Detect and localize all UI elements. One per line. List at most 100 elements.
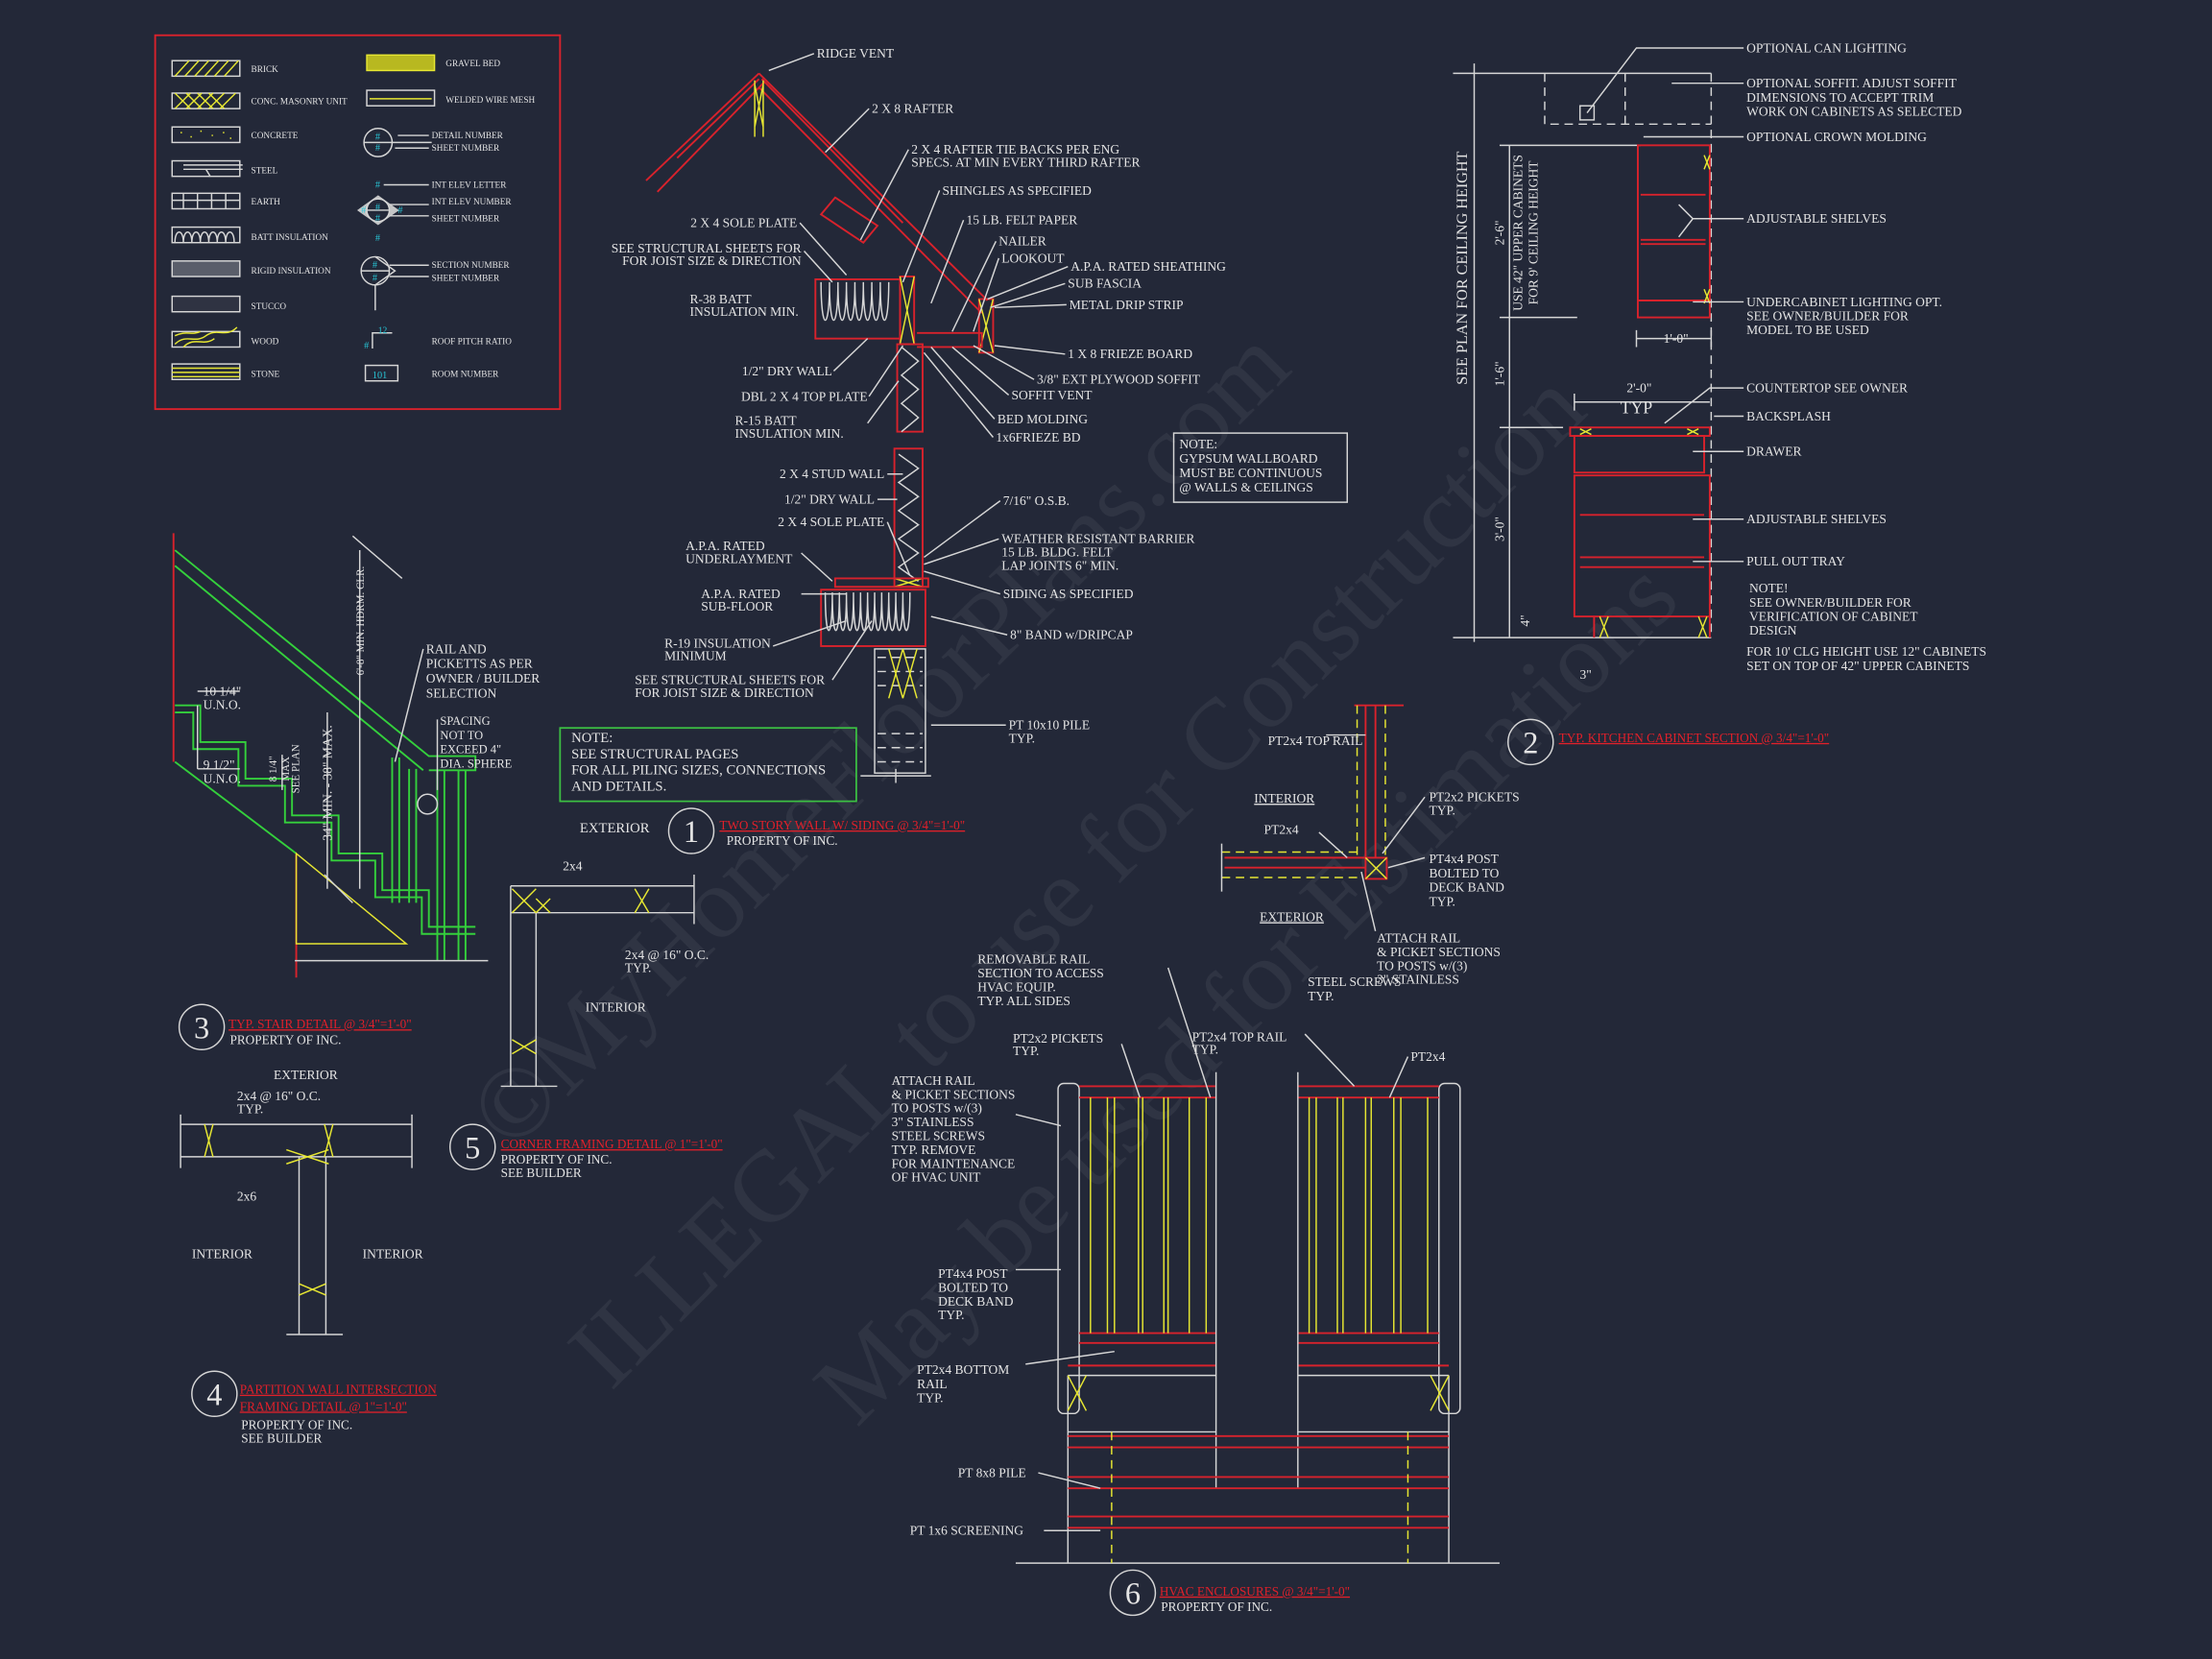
- label-detail1-shingles: SHINGLES AS SPECIFIED: [943, 183, 1093, 198]
- label-detail6-elevation-removable-1: SECTION TO ACCESS: [977, 966, 1104, 980]
- label-legend-hash: #: [375, 203, 380, 213]
- label-detail1-piling-note-2: FOR ALL PILING SIZES, CONNECTIONS: [571, 763, 826, 779]
- legend-swatches: [171, 54, 436, 382]
- label-detail6-elevation-post-0: PT4x4 POST: [938, 1266, 1008, 1281]
- label-detail1-piling-note-3: AND DETAILS.: [571, 780, 666, 795]
- label-legend-roof-pitch-value: 12: [378, 325, 388, 336]
- label-legend-gravel-bed: GRAVEL BED: [445, 60, 500, 69]
- label-detail1-r38-0: R-38 BATT: [690, 292, 753, 306]
- label-legend-hash: #: [364, 341, 369, 351]
- label-detail6-elevation-post-1: BOLTED TO: [938, 1281, 1008, 1295]
- label-detail3-title: TYP. STAIR DETAIL @ 3/4"=1'-0": [228, 1017, 412, 1031]
- label-detail2-backsplash: BACKSPLASH: [1746, 409, 1831, 423]
- label-detail6-elevation-removable-2: HVAC EQUIP.: [977, 979, 1056, 994]
- label-detail6-elevation-bottom-rail-2: TYP.: [917, 1391, 943, 1406]
- leader-lines: [394, 47, 1744, 1532]
- label-detail3-riser: 8 1/4": [268, 756, 279, 781]
- label-detail1-tie-backs-0: 2 X 4 RAFTER TIE BACKS PER ENG: [911, 142, 1119, 156]
- label-detail2-shelves-upper: ADJUSTABLE SHELVES: [1746, 211, 1887, 226]
- label-detail2-can-lighting: OPTIONAL CAN LIGHTING: [1746, 40, 1907, 55]
- label-detail3-rail-note-0: RAIL AND: [426, 641, 487, 656]
- label-detail5-corner: 2x4: [563, 859, 583, 874]
- label-detail4-exterior: EXTERIOR: [274, 1068, 338, 1082]
- label-detail1-pile-0: PT 10x10 PILE: [1009, 718, 1091, 733]
- label-legend-materials-7: STUCCO: [252, 302, 287, 312]
- label-detail3-tread-1: U.N.O.: [204, 697, 241, 711]
- label-detail6-plan-post-1: BOLTED TO: [1429, 866, 1499, 880]
- label-legend-materials-3: STEEL: [252, 167, 278, 177]
- label-detail1-joist-note-top-0: SEE STRUCTURAL SHEETS FOR: [612, 241, 802, 255]
- label-detail1-exterior: EXTERIOR: [580, 821, 650, 836]
- label-detail6-plan-pickets-0: PT2x2 PICKETS: [1429, 790, 1519, 805]
- label-detail6-number: 6: [1125, 1576, 1141, 1611]
- detail-1-wall-section: [559, 72, 1348, 854]
- label-detail1-r15-0: R-15 BATT: [735, 413, 798, 427]
- label-legend-roof-pitch: ROOF PITCH RATIO: [432, 338, 513, 348]
- label-detail6-elevation-attach-7: OF HVAC UNIT: [892, 1170, 982, 1185]
- label-legend-materials-1: CONC. MASONRY UNIT: [252, 98, 348, 108]
- label-detail2-number: 2: [1523, 726, 1538, 760]
- label-detail1-sole-plate-top: 2 X 4 SOLE PLATE: [690, 216, 797, 230]
- label-detail3-riser-note-0: MAX: [280, 757, 292, 781]
- label-detail2-soffit-2: WORK ON CABINETS AS SELECTED: [1746, 104, 1962, 118]
- label-detail1-stud-wall: 2 X 4 STUD WALL: [780, 467, 884, 481]
- label-detail2-ceiling-height: SEE PLAN FOR CEILING HEIGHT: [1455, 151, 1471, 384]
- label-detail6-elevation-post-3: TYP.: [938, 1308, 964, 1322]
- label-detail6-plan-top-rail: PT2x4 TOP RAIL: [1268, 733, 1363, 748]
- label-detail1-sheathing: A.P.A. RATED SHEATHING: [1070, 259, 1226, 274]
- label-legend-elev-symbol-1: INT ELEV NUMBER: [432, 198, 513, 207]
- detail-5-corner-framing: [449, 875, 695, 1170]
- label-detail6-elevation-bottom-rail-1: RAIL: [917, 1377, 948, 1391]
- label-detail2-upper-note-0: USE 42" UPPER CABINETS: [1510, 155, 1525, 311]
- label-detail1-gypsum-note-2: MUST BE CONTINUOUS: [1179, 466, 1322, 480]
- label-detail1-joist-note-1: FOR JOIST SIZE & DIRECTION: [635, 685, 814, 700]
- label-detail6-plan-pt2x4: PT2x4: [1264, 822, 1299, 836]
- label-detail6-elevation-top-rail-0: PT2x4 TOP RAIL: [1192, 1029, 1287, 1044]
- label-detail1-joist-note-top-1: FOR JOIST SIZE & DIRECTION: [622, 253, 802, 268]
- label-detail2-crown: OPTIONAL CROWN MOLDING: [1746, 130, 1927, 144]
- label-detail1-nailer: NAILER: [998, 234, 1046, 249]
- label-detail5-owner-1: SEE BUILDER: [501, 1166, 582, 1180]
- label-detail1-osb: 7/16" O.S.B.: [1003, 493, 1070, 508]
- label-detail6-plan-post-2: DECK BAND: [1429, 880, 1504, 895]
- label-legend-hash: #: [373, 273, 377, 283]
- label-detail6-elevation-removable-0: REMOVABLE RAIL: [977, 952, 1090, 967]
- label-detail6-plan-post-3: TYP.: [1429, 894, 1455, 908]
- label-detail6-plan-attach-2: TO POSTS w/(3): [1377, 958, 1467, 973]
- label-detail1-dry-wall: 1/2" DRY WALL: [784, 493, 875, 507]
- detail-6-elevation: [1015, 1071, 1500, 1617]
- label-detail1-tie-backs-1: SPECS. AT MIN EVERY THIRD RAFTER: [911, 155, 1140, 169]
- label-detail1-ridge-vent: RIDGE VENT: [817, 46, 895, 60]
- label-detail6-elevation-pickets-1: TYP.: [1013, 1044, 1039, 1058]
- label-detail1-subfloor-1: SUB-FLOOR: [701, 599, 773, 613]
- label-detail4-blocking: 2x6: [237, 1189, 257, 1203]
- label-legend-section-symbol-0: SECTION NUMBER: [432, 261, 511, 271]
- label-legend-hash: #: [361, 205, 366, 216]
- label-detail1-subfloor-0: A.P.A. RATED: [701, 587, 781, 601]
- label-detail1-felt-paper: 15 LB. FELT PAPER: [967, 213, 1078, 228]
- label-detail4-owner-0: PROPERTY OF INC.: [241, 1417, 352, 1431]
- label-detail1-barrier-0: WEATHER RESISTANT BARRIER: [1001, 532, 1194, 546]
- label-detail2-note-1: SEE OWNER/BUILDER FOR: [1749, 595, 1911, 610]
- label-detail4-studs-0: 2x4 @ 16" O.C.: [237, 1089, 321, 1103]
- label-detail6-elevation-pt2x4: PT2x4: [1410, 1049, 1445, 1064]
- label-detail6-plan-attach-0: ATTACH RAIL: [1377, 931, 1460, 946]
- label-detail4-interior-left: INTERIOR: [192, 1247, 252, 1262]
- label-detail5-title: CORNER FRAMING DETAIL @ 1"=1'-0": [501, 1137, 723, 1151]
- detail-4-partition-intersection: [180, 1114, 413, 1417]
- label-legend-room-number: ROOM NUMBER: [432, 370, 499, 379]
- label-detail6-title: HVAC ENCLOSURES @ 3/4"=1'-0": [1160, 1584, 1350, 1599]
- label-detail1-soffit: 3/8" EXT PLYWOOD SOFFIT: [1037, 373, 1201, 387]
- label-detail5-interior: INTERIOR: [586, 1000, 646, 1015]
- label-detail5-number: 5: [465, 1130, 480, 1165]
- label-detail1-underlayment-1: UNDERLAYMENT: [685, 551, 793, 565]
- label-detail6-plan-exterior: EXTERIOR: [1260, 910, 1324, 925]
- label-detail2-dims-base-depth: 2'-0": [1626, 380, 1651, 395]
- label-detail2-dims-toe-depth: 3": [1579, 667, 1591, 682]
- label-legend-hash: #: [373, 260, 377, 271]
- label-detail3-rail-note-2: OWNER / BUILDER: [426, 671, 541, 685]
- label-detail6-plan-attach-3: 3" STAINLESS: [1377, 973, 1459, 987]
- label-detail6-elevation-screening: PT 1x6 SCREENING: [910, 1524, 1024, 1538]
